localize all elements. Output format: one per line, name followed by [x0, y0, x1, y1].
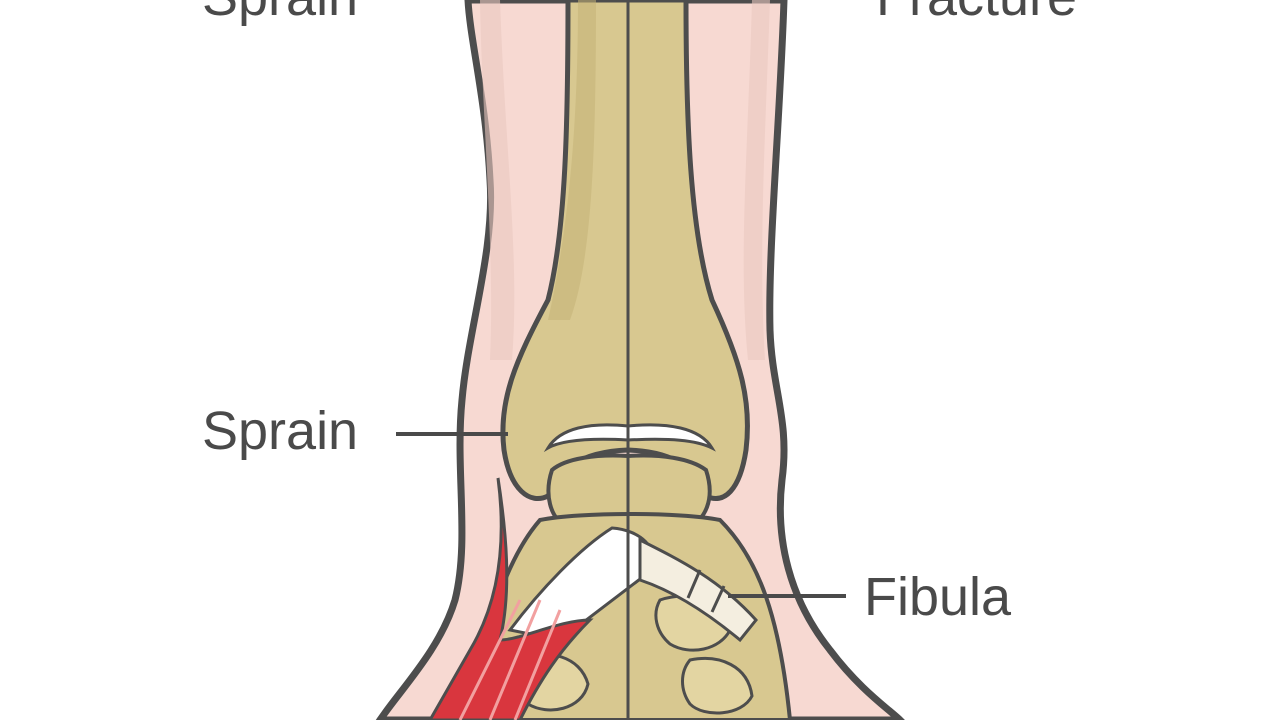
title-fracture: Fracture — [876, 0, 1077, 24]
torn-ligament-strand — [488, 599, 542, 720]
title-sprain: Sprain — [202, 0, 358, 24]
torn-ligament-strand — [513, 609, 562, 720]
foot-bone-segment — [681, 657, 754, 715]
joint-cartilage — [543, 423, 716, 453]
ligament-fan — [507, 526, 656, 642]
sprain-label: Sprain — [202, 401, 359, 461]
tibia-shading — [548, 0, 596, 320]
torn-ligament — [428, 477, 594, 720]
leg-skin-shade-right — [743, 0, 770, 360]
fibula-label: Fibula — [864, 567, 1012, 627]
fracture-line — [686, 569, 726, 613]
leg-skin-shade — [480, 0, 515, 360]
torn-ligament-strand — [458, 599, 522, 720]
fibula-fracture-ligament — [638, 537, 758, 643]
